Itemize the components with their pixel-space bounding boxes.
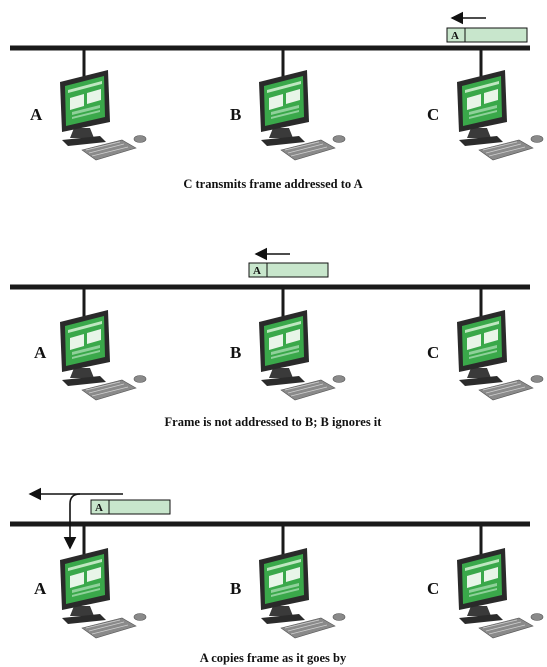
station-label: B <box>230 343 241 362</box>
station-label: A <box>34 579 47 598</box>
computer-icon <box>258 309 346 401</box>
station-label: C <box>427 579 439 598</box>
computer-icon <box>258 69 346 161</box>
station-label: B <box>230 105 241 124</box>
frame: A <box>446 27 528 43</box>
frame: A <box>248 262 329 278</box>
computer-icon <box>59 547 147 639</box>
station-label: C <box>427 343 439 362</box>
frame-address: A <box>95 502 103 514</box>
computer-icon <box>59 69 147 161</box>
caption: Frame is not addressed to B; B ignores i… <box>165 415 383 429</box>
panel-3: A A B C A copies frame as it goes by <box>10 487 544 665</box>
station-label: A <box>34 343 47 362</box>
computer-icon <box>456 309 544 401</box>
station-label: B <box>230 579 241 598</box>
frame-address: A <box>451 30 459 42</box>
computer-icon <box>456 547 544 639</box>
frame: A <box>90 499 171 515</box>
station-label: C <box>427 105 439 124</box>
caption: C transmits frame addressed to A <box>183 177 362 191</box>
panel-1: A A B C C transmits frame addressed to A <box>10 11 544 191</box>
panel-2: A A B C Frame is not addressed to B; B i… <box>10 247 544 429</box>
station-label: A <box>30 105 43 124</box>
computer-icon <box>456 69 544 161</box>
computer-icon <box>258 547 346 639</box>
frame-address: A <box>253 265 261 277</box>
copy-arrow <box>63 493 81 550</box>
caption: A copies frame as it goes by <box>200 651 347 665</box>
computer-icon <box>59 309 147 401</box>
